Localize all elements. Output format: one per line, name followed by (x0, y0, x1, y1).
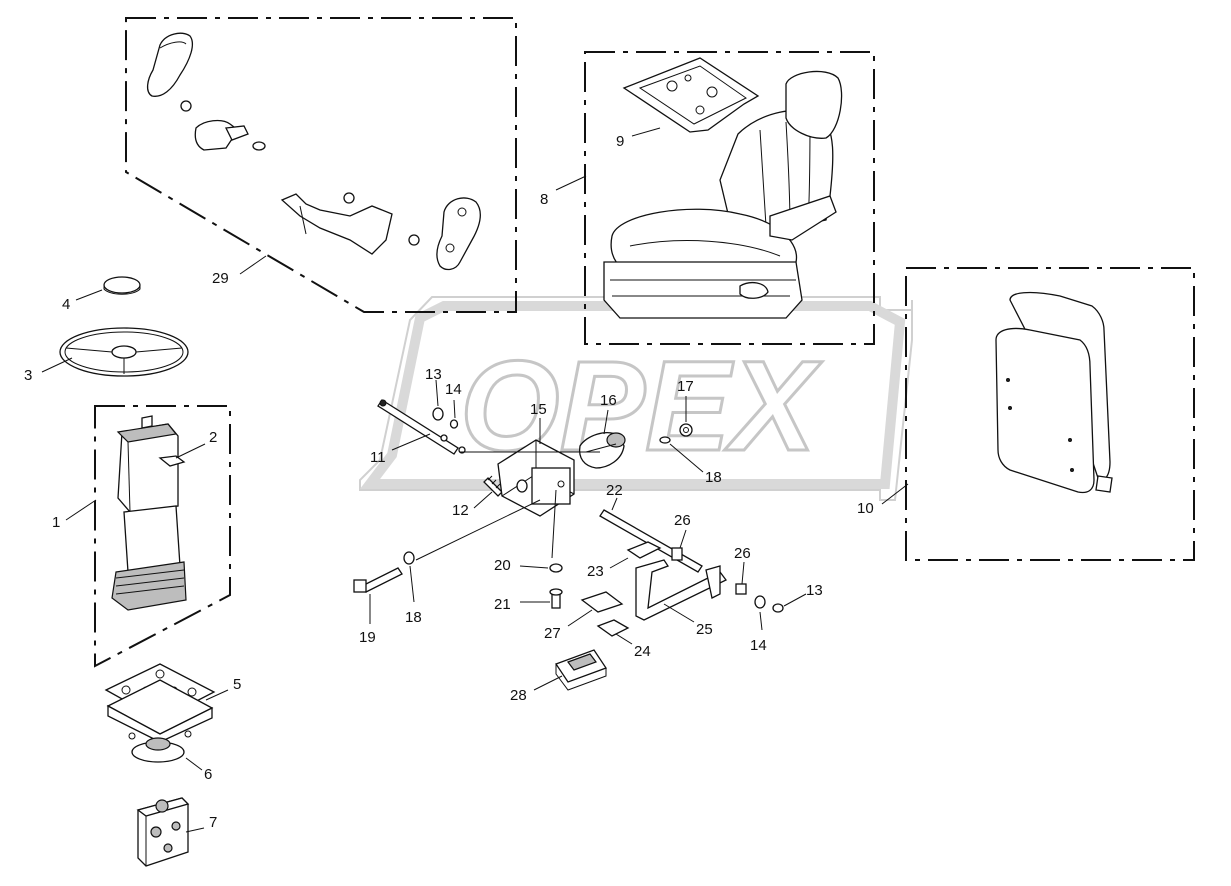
group-frame-10 (905, 267, 1195, 561)
callout-8: 8 (540, 191, 548, 208)
callout-19: 19 (359, 629, 376, 646)
callout-10: 10 (857, 500, 874, 517)
callout-7: 7 (209, 814, 217, 831)
callout-18-left: 18 (405, 609, 422, 626)
steering-wheel-3 (59, 327, 189, 377)
cap-4 (103, 276, 141, 295)
callout-4: 4 (62, 296, 70, 313)
callout-labels: 1 2 3 4 5 6 7 8 9 10 11 12 13 13 14 14 1… (24, 133, 874, 831)
steering-column-1 (111, 415, 187, 611)
callout-2: 2 (209, 429, 217, 446)
callout-1: 1 (52, 514, 60, 531)
callout-11: 11 (370, 449, 386, 466)
callout-22: 22 (606, 482, 623, 499)
callout-3: 3 (24, 367, 32, 384)
steering-unit-7 (136, 797, 190, 867)
callout-29: 29 (212, 270, 229, 287)
callout-16: 16 (600, 392, 617, 409)
pedal-linkage-assembly (353, 399, 784, 691)
callout-17: 17 (677, 378, 694, 395)
callout-13-right: 13 (806, 582, 823, 599)
callout-20: 20 (494, 557, 511, 574)
callout-5: 5 (233, 676, 241, 693)
folding-seat-10 (995, 291, 1113, 494)
callout-18-right: 18 (705, 469, 722, 486)
callout-14-right: 14 (750, 637, 767, 654)
callout-27: 27 (544, 625, 561, 642)
callout-12: 12 (452, 502, 469, 519)
callout-25: 25 (696, 621, 713, 638)
opex-watermark: OPEX (359, 296, 913, 501)
callout-14-left: 14 (445, 381, 462, 398)
callout-28: 28 (510, 687, 527, 704)
callout-24: 24 (634, 643, 651, 660)
seat-assembly-8 (603, 57, 843, 319)
group-frame-1 (94, 405, 231, 668)
callout-21: 21 (494, 596, 511, 613)
leader-lines (41, 127, 909, 833)
group-frame-8 (584, 51, 875, 345)
group-frame-29 (125, 17, 517, 313)
armrest-assembly-29 (146, 32, 482, 271)
callout-26-upper: 26 (674, 512, 691, 529)
callout-23: 23 (587, 563, 604, 580)
callout-15: 15 (530, 401, 547, 418)
callout-6: 6 (204, 766, 212, 783)
callout-26-lower: 26 (734, 545, 751, 562)
callout-9: 9 (616, 133, 624, 150)
flange-6 (106, 679, 214, 763)
callout-13-left: 13 (425, 366, 442, 383)
